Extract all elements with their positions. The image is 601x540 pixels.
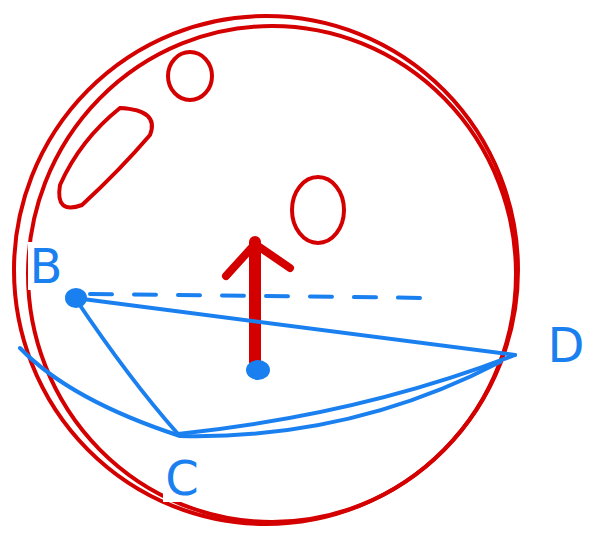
- point-dot: [67, 290, 85, 306]
- point-label: B: [28, 242, 65, 290]
- normal-arrow: [249, 242, 261, 362]
- point-label: D: [546, 321, 587, 369]
- plane-edge: [75, 298, 178, 434]
- center-dot: [246, 360, 270, 380]
- sphere-outline: [28, 26, 516, 522]
- plane-edge: [75, 298, 515, 355]
- sphere-outline: [14, 16, 518, 524]
- point-label: C: [163, 454, 201, 502]
- surface-blob: [59, 108, 152, 208]
- surface-blob: [168, 52, 212, 100]
- plane-edge: [20, 348, 500, 436]
- plane-edge: [178, 355, 515, 434]
- surface-blob: [292, 177, 344, 243]
- arrow-head: [226, 244, 290, 276]
- dashed-line: [90, 294, 430, 298]
